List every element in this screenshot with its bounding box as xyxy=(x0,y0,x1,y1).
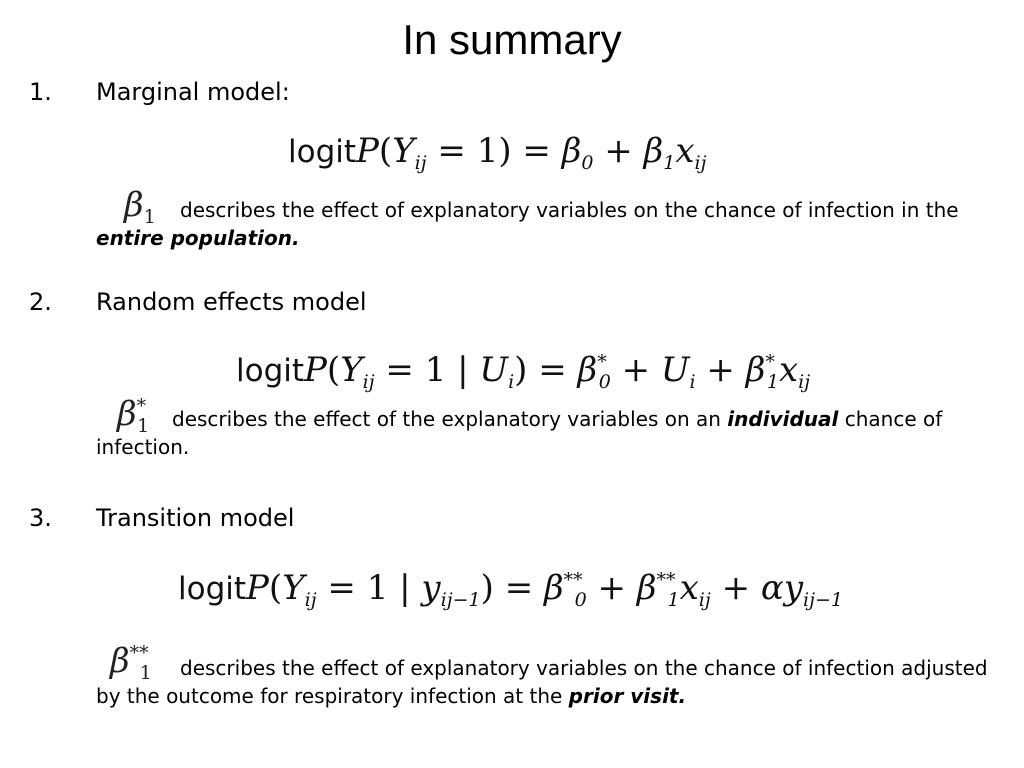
item-heading-random-effects: Random effects model xyxy=(96,288,367,316)
description-random-effects: describes the effect of the explanatory … xyxy=(96,405,996,461)
description-transition: describes the effect of explanatory vari… xyxy=(96,654,996,710)
item-heading-transition: Transition model xyxy=(96,504,295,532)
description-emphasis: prior visit. xyxy=(568,684,687,708)
coefficient-beta-double-star-1: β**1 xyxy=(110,641,152,684)
coefficient-beta-1: β1 xyxy=(124,185,156,228)
description-text: describes the effect of explanatory vari… xyxy=(180,198,959,222)
item-number-3: 3. xyxy=(29,504,52,532)
formula-marginal-model: logitP(Yij = 1) = β0 + β1xij xyxy=(288,131,707,174)
coefficient-beta-star-1: β*1 xyxy=(117,394,150,437)
formula-transition-model: logitP(Yij = 1 | yij−1) = β**0 + β**1xij… xyxy=(178,568,844,611)
description-emphasis: individual xyxy=(727,407,839,431)
item-heading-marginal: Marginal model: xyxy=(96,78,290,106)
description-end: chance of infection. xyxy=(96,407,943,459)
description-text: describes the effect of the explanatory … xyxy=(172,407,721,431)
item-number-2: 2. xyxy=(29,288,52,316)
slide-title: In summary xyxy=(402,16,622,63)
description-text: describes the effect of explanatory vari… xyxy=(96,656,988,708)
item-number-1: 1. xyxy=(29,78,52,106)
description-marginal: describes the effect of explanatory vari… xyxy=(96,196,996,252)
formula-random-effects-model: logitP(Yij = 1 | Ui) = β*0 + Ui + β*1xij xyxy=(236,350,811,393)
description-emphasis: entire population. xyxy=(96,226,300,250)
